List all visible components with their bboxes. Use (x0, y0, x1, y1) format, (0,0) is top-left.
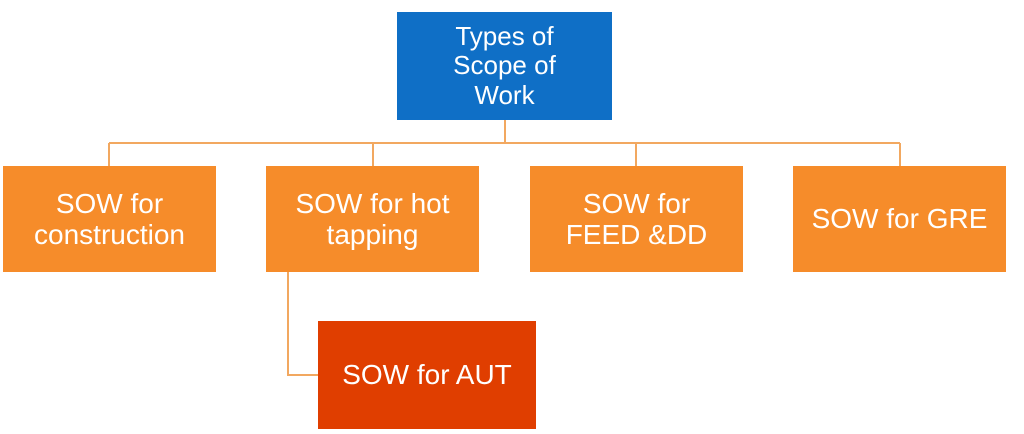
child-node-sow-feed-dd: SOW for FEED &DD (530, 166, 743, 272)
child-node-sow-gre: SOW for GRE (793, 166, 1006, 272)
child-node-label: SOW for FEED &DD (565, 187, 708, 250)
child-node-label: SOW for GRE (811, 203, 988, 235)
root-node-types-of-scope-of-work: Types of Scope of Work (397, 12, 612, 120)
grandchild-node-sow-aut: SOW for AUT (318, 321, 536, 429)
root-node-label: Types of Scope of Work (453, 21, 556, 110)
grandchild-node-label: SOW for AUT (342, 359, 512, 391)
child-node-sow-hot-tapping: SOW for hot tapping (266, 166, 479, 272)
child-node-sow-construction: SOW for construction (3, 166, 216, 272)
child-node-label: SOW for construction (34, 187, 185, 250)
elbow-line-aut (287, 272, 318, 376)
child-node-label: SOW for hot tapping (295, 187, 450, 250)
